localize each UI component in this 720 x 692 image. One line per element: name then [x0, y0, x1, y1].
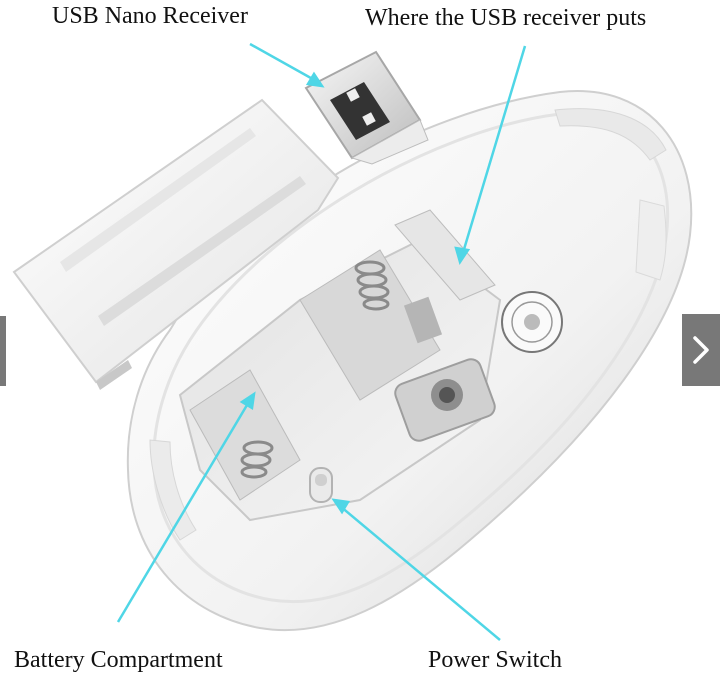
spring-upper — [354, 260, 390, 311]
label-battery-compartment: Battery Compartment — [14, 647, 223, 673]
label-power-switch: Power Switch — [428, 647, 562, 673]
prev-image-button[interactable] — [0, 316, 6, 386]
label-usb-nano-receiver: USB Nano Receiver — [52, 3, 248, 29]
chevron-right-icon — [693, 336, 709, 364]
battery-cover — [12, 98, 340, 390]
usb-nano-receiver — [304, 50, 429, 165]
certification-seal — [501, 291, 563, 353]
label-usb-receiver-location: Where the USB receiver puts — [365, 5, 647, 31]
callout-lines — [116, 42, 527, 641]
next-image-button[interactable] — [682, 314, 720, 386]
power-switch — [309, 467, 333, 503]
spring-lower — [240, 440, 274, 479]
optical-sensor — [394, 358, 496, 442]
